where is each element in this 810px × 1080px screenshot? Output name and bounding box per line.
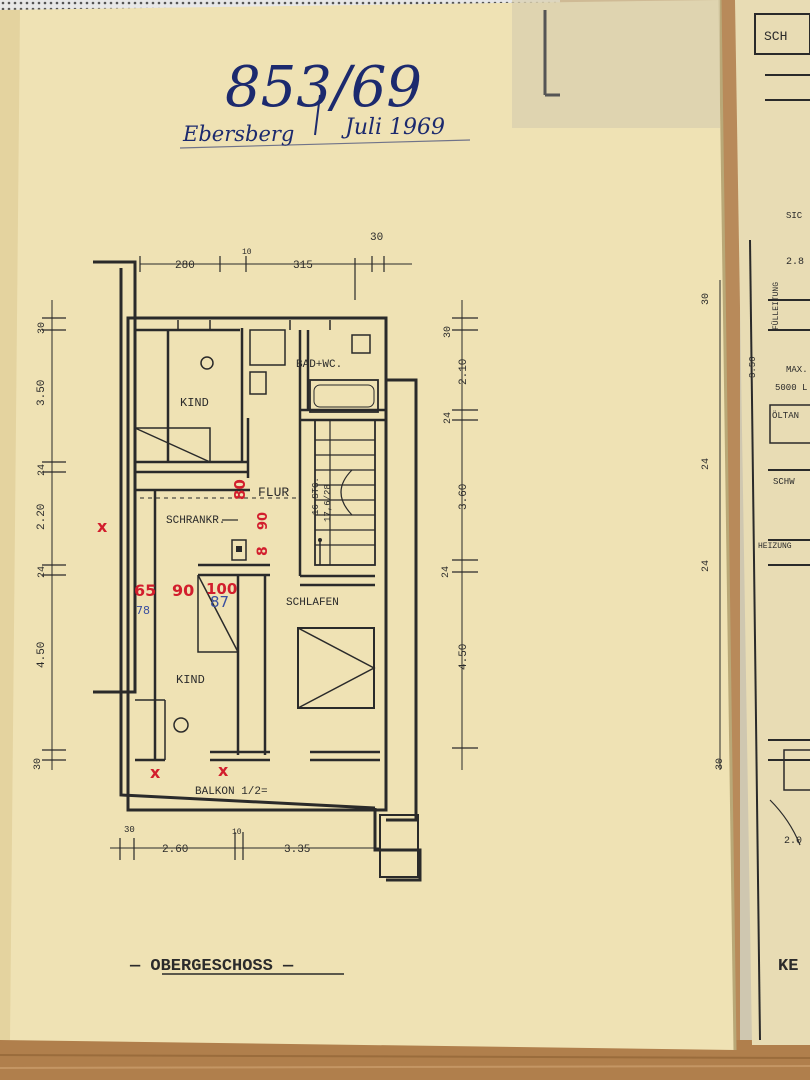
room-label-bad-wc: BAD+WC.	[296, 359, 342, 371]
room-label-kind-bottom: KIND	[176, 673, 205, 687]
dim-top-280: 280	[175, 260, 195, 272]
dim-top-10: 10	[242, 248, 252, 257]
next-label-oeltank: ÖLTAN	[772, 410, 799, 421]
next-sheet-content: SCH SIC 2.8 MAX. 5000 L ÖLTAN SCHW HEIZU…	[701, 29, 810, 1041]
staircase	[314, 419, 376, 566]
red-annotation-90b: 90	[172, 581, 194, 600]
next-label-ke: KE	[778, 957, 798, 976]
dim-right-30: 30	[443, 326, 454, 338]
dim-left-30a: 30	[37, 322, 48, 334]
dim-left-30b: 30	[33, 758, 44, 770]
stairs-label-steps: 16 STG.	[311, 477, 321, 515]
red-annotation-65: 65	[134, 581, 156, 600]
dim-right-24b: 24	[441, 566, 452, 578]
dim-left-24a: 24	[37, 464, 48, 476]
red-annotation-100: 100	[206, 580, 237, 598]
date-handwriting: Juli 1969	[341, 115, 445, 140]
red-annotation-90: 90	[256, 512, 271, 530]
room-label-balkon: BALKON 1/2=	[195, 786, 268, 798]
dim-bottom-335: 3.35	[284, 844, 310, 856]
red-annotation-80: 80	[231, 479, 249, 500]
next-label-20: 2.0	[784, 836, 802, 847]
next-vertical-fuelleitung: FÜLLEITUNG	[772, 282, 781, 330]
room-label-kind-top: KIND	[180, 396, 209, 410]
dim-right-24a: 24	[443, 412, 454, 424]
next-vertical-24b: 24	[701, 560, 712, 572]
dim-left-220: 2.20	[36, 504, 48, 530]
floor-plan: BAD+WC. KIND FLUR SCHRANKR. SCHLAFEN KIN…	[93, 260, 422, 882]
room-label-schlafen: SCHLAFEN	[286, 597, 339, 609]
red-mark-x3: x	[218, 761, 229, 780]
dim-left-350: 3.50	[36, 380, 48, 406]
room-label-schrank: SCHRANKR.	[166, 515, 225, 527]
next-label-sic: SIC	[786, 211, 803, 221]
next-label-5000l: 5000 L	[775, 383, 807, 393]
next-label-28: 2.8	[786, 257, 804, 268]
dim-bottom-260: 2.60	[162, 844, 188, 856]
file-number: 853/69	[225, 55, 422, 120]
next-sheet	[735, 0, 810, 1045]
dim-right-210: 2.10	[458, 359, 470, 385]
next-vertical-30b: 30	[715, 758, 726, 770]
dim-right-360: 3.60	[458, 484, 470, 510]
dim-left-24b: 24	[37, 566, 48, 578]
dim-left-450: 4.50	[36, 642, 48, 668]
red-mark-x2: x	[150, 763, 161, 782]
next-vertical-350: 3.50	[748, 356, 758, 378]
dim-right-450: 4.50	[458, 644, 470, 670]
red-annotation-8: 8	[255, 546, 271, 556]
blue-annotation-78: 78	[136, 604, 150, 617]
next-label-sch: SCH	[764, 29, 787, 44]
dim-bottom-10: 10	[232, 828, 242, 837]
next-label-schw: SCHW	[773, 477, 795, 487]
next-label-heizung: HEIZUNG	[758, 542, 792, 551]
next-vertical-30a: 30	[701, 293, 712, 305]
dimension-lines: 280 10 315 30 30 2.60 10 3.35 30 3.50 24…	[33, 232, 478, 860]
dim-top-315: 315	[293, 260, 313, 272]
dim-top-30: 30	[370, 232, 383, 244]
place-handwriting: Ebersberg	[182, 122, 294, 146]
stairs-label-ratio: 17,6/28	[323, 484, 333, 522]
next-vertical-24a: 24	[701, 458, 712, 470]
next-label-max: MAX.	[786, 365, 808, 375]
floor-title: — OBERGESCHOSS —	[129, 957, 294, 976]
dim-bottom-30: 30	[124, 825, 135, 835]
main-sheet	[0, 0, 735, 1050]
room-label-flur: FLUR	[258, 485, 289, 500]
blue-annotation-87: 87	[210, 593, 229, 611]
red-mark-x1: x	[97, 517, 108, 536]
